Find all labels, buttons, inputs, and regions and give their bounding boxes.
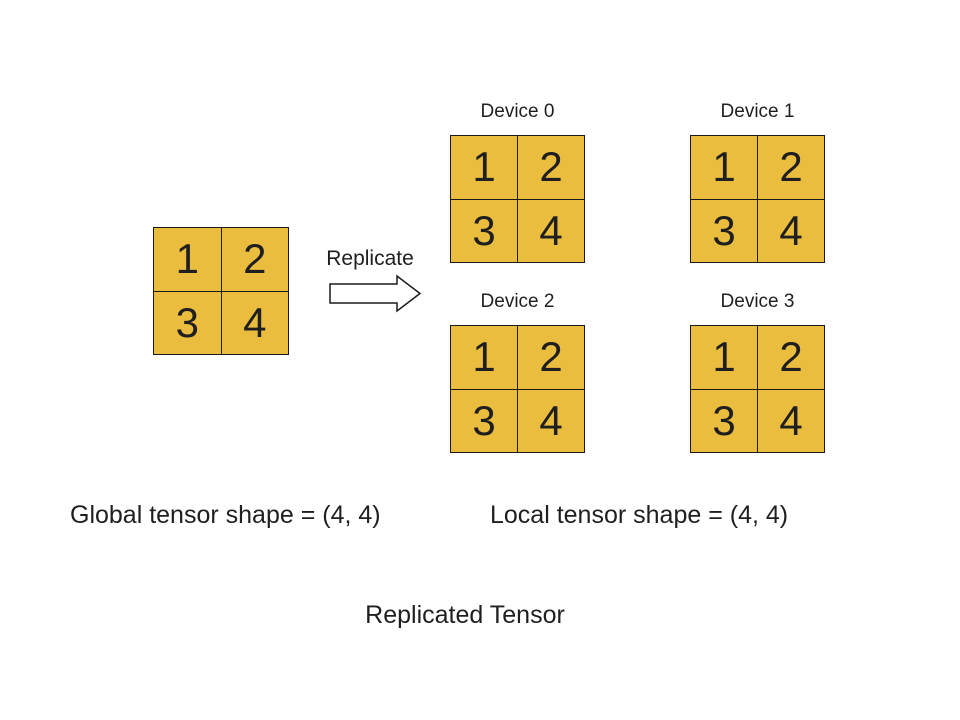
device-1-cell: 2 xyxy=(758,136,824,199)
device-2-tensor-grid: 1 2 3 4 xyxy=(450,325,585,453)
device-0-label: Device 0 xyxy=(480,101,555,122)
device-0-cell: 2 xyxy=(518,136,584,199)
device-0-cell: 4 xyxy=(518,199,584,262)
device-3-label: Device 3 xyxy=(720,291,795,312)
device-3-cell: 1 xyxy=(691,326,757,389)
replicate-arrow-icon xyxy=(329,274,422,313)
global-tensor-grid: 1 2 3 4 xyxy=(153,227,289,355)
device-0-group: Device 0 1 2 3 4 xyxy=(450,100,585,263)
device-2-cell: 1 xyxy=(451,326,517,389)
device-0-tensor-grid: 1 2 3 4 xyxy=(450,135,585,263)
device-1-cell: 3 xyxy=(691,199,757,262)
device-1-cell: 1 xyxy=(691,136,757,199)
global-tensor-cell: 2 xyxy=(221,228,288,291)
device-0-cell: 3 xyxy=(451,199,517,262)
device-0-cell: 1 xyxy=(451,136,517,199)
device-2-cell: 2 xyxy=(518,326,584,389)
replicate-label: Replicate xyxy=(326,247,414,270)
diagram-title: Replicated Tensor xyxy=(365,601,565,629)
device-3-cell: 4 xyxy=(758,389,824,452)
global-tensor-cell: 3 xyxy=(154,291,221,354)
device-2-label: Device 2 xyxy=(480,291,555,312)
global-tensor-shape-caption: Global tensor shape = (4, 4) xyxy=(70,501,381,529)
device-1-label: Device 1 xyxy=(720,101,795,122)
device-2-cell: 3 xyxy=(451,389,517,452)
device-2-group: Device 2 1 2 3 4 xyxy=(450,290,585,453)
device-1-group: Device 1 1 2 3 4 xyxy=(690,100,825,263)
global-tensor-cell: 1 xyxy=(154,228,221,291)
device-1-cell: 4 xyxy=(758,199,824,262)
device-3-cell: 2 xyxy=(758,326,824,389)
device-1-tensor-grid: 1 2 3 4 xyxy=(690,135,825,263)
device-3-tensor-grid: 1 2 3 4 xyxy=(690,325,825,453)
global-tensor-cell: 4 xyxy=(221,291,288,354)
local-tensor-shape-caption: Local tensor shape = (4, 4) xyxy=(490,501,789,529)
device-3-group: Device 3 1 2 3 4 xyxy=(690,290,825,453)
device-2-cell: 4 xyxy=(518,389,584,452)
device-3-cell: 3 xyxy=(691,389,757,452)
